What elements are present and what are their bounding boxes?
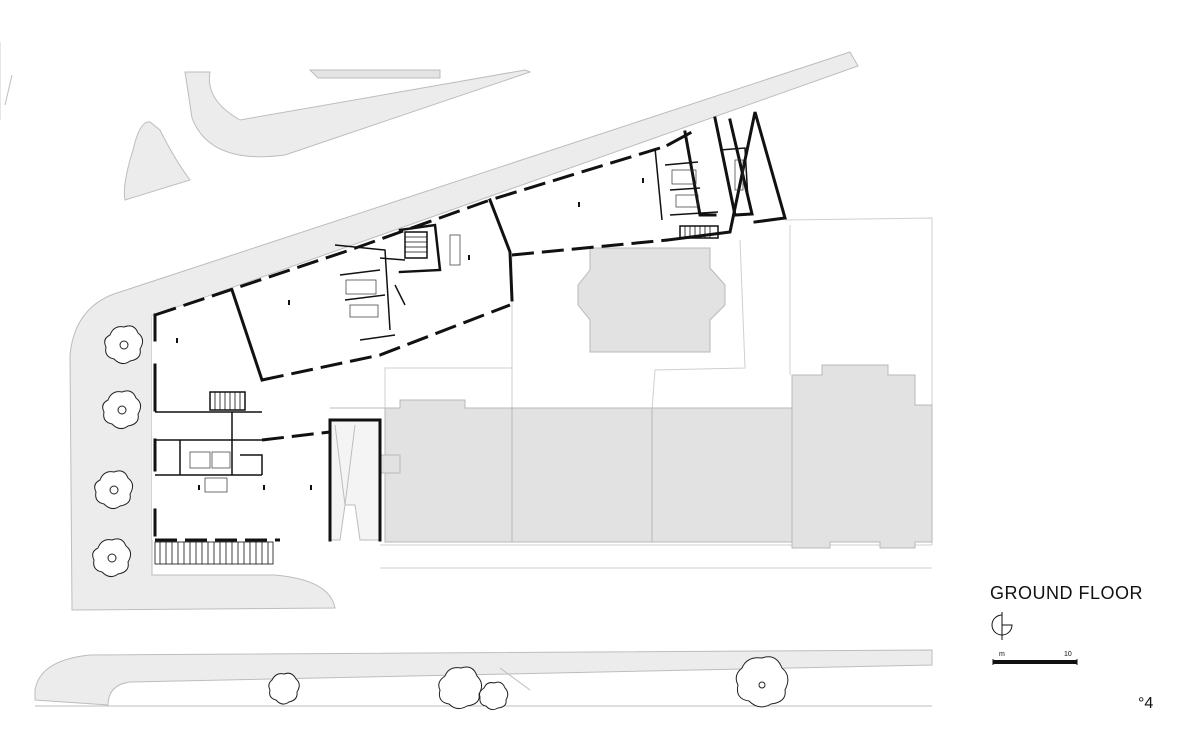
stair-icon bbox=[209, 225, 719, 411]
entrance-passage bbox=[329, 407, 385, 541]
terrace-steps bbox=[154, 541, 274, 565]
scale-end-label: 10 bbox=[1064, 651, 1072, 658]
road-strip bbox=[308, 69, 441, 79]
traffic-island bbox=[123, 121, 191, 201]
sidewalk bbox=[69, 51, 859, 611]
drawing-title: GROUND FLOOR bbox=[990, 583, 1144, 603]
frame-edge bbox=[4, 74, 13, 106]
scale-bar bbox=[992, 659, 1078, 665]
sheet-number: °4 bbox=[1138, 695, 1154, 712]
neighbour-blocks bbox=[379, 247, 933, 549]
lower-road bbox=[34, 649, 933, 706]
scale-start-label: m bbox=[999, 651, 1005, 658]
interior-walls bbox=[155, 147, 749, 476]
road-edge bbox=[499, 667, 531, 691]
exterior-walls bbox=[153, 111, 787, 542]
facade-openings bbox=[154, 146, 669, 542]
curved-road bbox=[184, 69, 532, 158]
sanitary-fixtures bbox=[189, 159, 744, 493]
columns bbox=[176, 178, 644, 490]
tree-icon bbox=[92, 325, 789, 711]
north-arrow-icon bbox=[991, 612, 1013, 640]
plot-lines bbox=[380, 217, 933, 569]
